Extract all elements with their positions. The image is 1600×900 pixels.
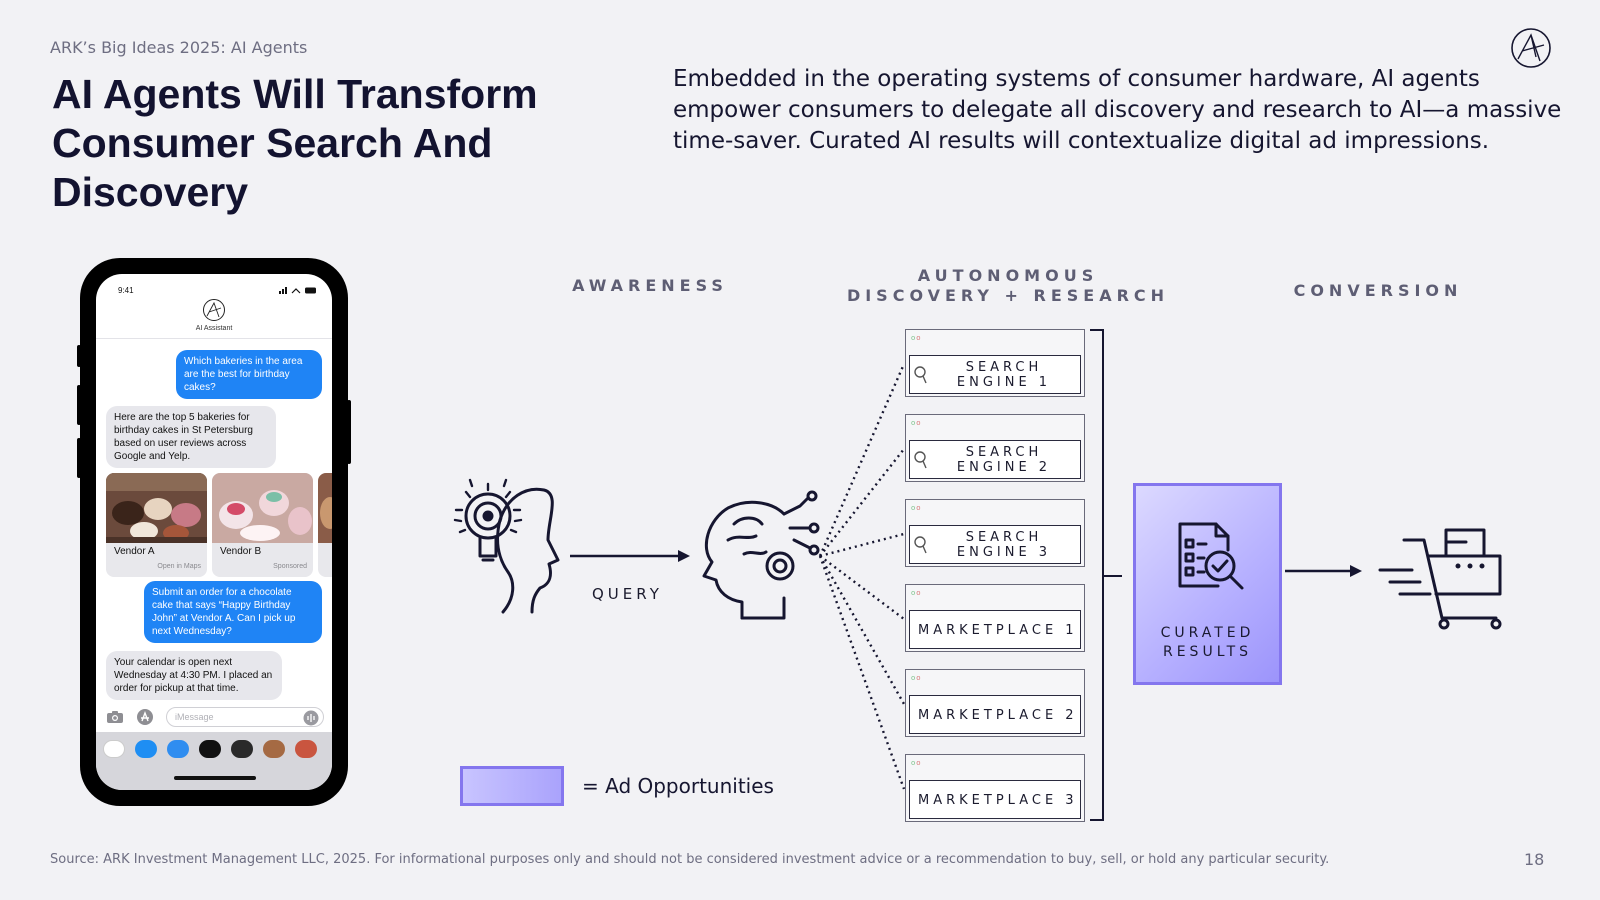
search-icon — [914, 536, 927, 554]
phone-volume-down — [77, 438, 81, 478]
document-check-icon — [1178, 522, 1244, 590]
msg-assistant-1: Here are the top 5 bakeries for birthday… — [106, 406, 276, 468]
marketplace-1: oo MARKETPLACE 1 — [905, 584, 1085, 652]
vendor-b-name: Vendor B — [220, 546, 262, 557]
msg-user-1: Which bakeries in the area are the best … — [176, 350, 322, 399]
vendor-card-b[interactable]: Vendor B Sponsored — [212, 473, 313, 577]
vendor-a-sub: Open in Maps — [157, 563, 201, 570]
shopping-cart-icon — [1378, 528, 1502, 630]
engine-1-line2: ENGINE 1 — [956, 375, 1052, 390]
vendor-b-photo — [212, 473, 313, 543]
engine-2-line1: SEARCH — [965, 445, 1043, 460]
curated-line1: CURATED — [1160, 625, 1255, 641]
app-dock — [96, 732, 332, 790]
imessage-placeholder: iMessage — [175, 712, 214, 722]
stage-awareness: AWARENESS — [572, 276, 728, 295]
home-indicator — [174, 776, 256, 780]
vendor-card-a[interactable]: Vendor A Open in Maps — [106, 473, 207, 577]
results-bracket — [1090, 329, 1104, 821]
curated-results-box: CURATED RESULTS — [1133, 483, 1282, 685]
marketplace-3: oo MARKETPLACE 3 — [905, 754, 1085, 822]
marketplace-3-label: MARKETPLACE 3 — [918, 793, 1078, 808]
audio-input-icon[interactable] — [303, 710, 319, 726]
page-number: 18 — [1524, 850, 1545, 869]
cash-app-icon[interactable] — [199, 740, 221, 758]
msg-user-2: Submit an order for a chocolate cake tha… — [144, 581, 322, 643]
memoji-app-icon[interactable] — [263, 740, 285, 758]
status-time: 9:41 — [118, 286, 134, 295]
audio-app-icon[interactable] — [167, 740, 189, 758]
vendor-a-name: Vendor A — [114, 546, 155, 557]
ark-logo-icon — [1511, 28, 1551, 68]
vendor-c-photo — [318, 473, 332, 543]
imessage-input[interactable]: iMessage — [166, 707, 324, 727]
page-title: AI Agents Will Transform Consumer Search… — [52, 71, 538, 215]
assistant-avatar-icon — [203, 299, 225, 321]
msg-assistant-2: Your calendar is open next Wednesday at … — [106, 651, 282, 700]
ai-head-icon — [702, 490, 820, 620]
search-icon — [914, 451, 927, 469]
engine-1-line1: SEARCH — [965, 360, 1043, 375]
contact-name: AI Assistant — [195, 325, 233, 332]
header-divider — [96, 338, 332, 339]
status-icons — [279, 287, 316, 294]
lede-paragraph: Embedded in the operating systems of con… — [673, 66, 1562, 154]
vendor-b-sub: Sponsored — [273, 563, 307, 570]
search-icon — [914, 366, 927, 384]
app-store-dock-icon[interactable] — [135, 740, 157, 758]
phone-power-button — [347, 400, 351, 464]
head-lightbulb-icon — [453, 478, 560, 614]
legend-label: = Ad Opportunities — [582, 774, 774, 798]
stage-autonomous-line1: AUTONOMOUS — [917, 266, 1099, 285]
engine-2-line2: ENGINE 2 — [956, 460, 1052, 475]
fan-lines — [818, 363, 906, 790]
phone-screen: 9:41 AI Assistant Which bakeries in the … — [96, 274, 332, 790]
marketplace-2-label: MARKETPLACE 2 — [918, 708, 1078, 723]
vendor-a-photo — [106, 473, 207, 543]
eyebrow: ARK’s Big Ideas 2025: AI Agents — [50, 38, 308, 57]
vendor-card-c[interactable] — [318, 473, 332, 577]
marketplace-1-label: MARKETPLACE 1 — [918, 623, 1078, 638]
marketplace-2: oo MARKETPLACE 2 — [905, 669, 1085, 737]
phone-volume-up — [77, 385, 81, 425]
query-label: QUERY — [592, 585, 663, 603]
stage-conversion: CONVERSION — [1293, 281, 1463, 300]
engine-3-line2: ENGINE 3 — [956, 545, 1052, 560]
curated-line2: RESULTS — [1162, 644, 1253, 660]
phone-side-button — [77, 345, 81, 367]
app-store-icon[interactable] — [136, 708, 154, 726]
stage-autonomous-line2: DISCOVERY + RESEARCH — [846, 286, 1170, 305]
camera-icon[interactable] — [106, 710, 124, 724]
fitness-app-icon[interactable] — [231, 740, 253, 758]
photos-app-icon[interactable] — [103, 740, 125, 758]
engine-3-line1: SEARCH — [965, 530, 1043, 545]
ad-opportunity-swatch — [460, 766, 564, 806]
sticker-app-icon[interactable] — [295, 740, 317, 758]
source-footnote: Source: ARK Investment Management LLC, 2… — [50, 852, 1330, 867]
